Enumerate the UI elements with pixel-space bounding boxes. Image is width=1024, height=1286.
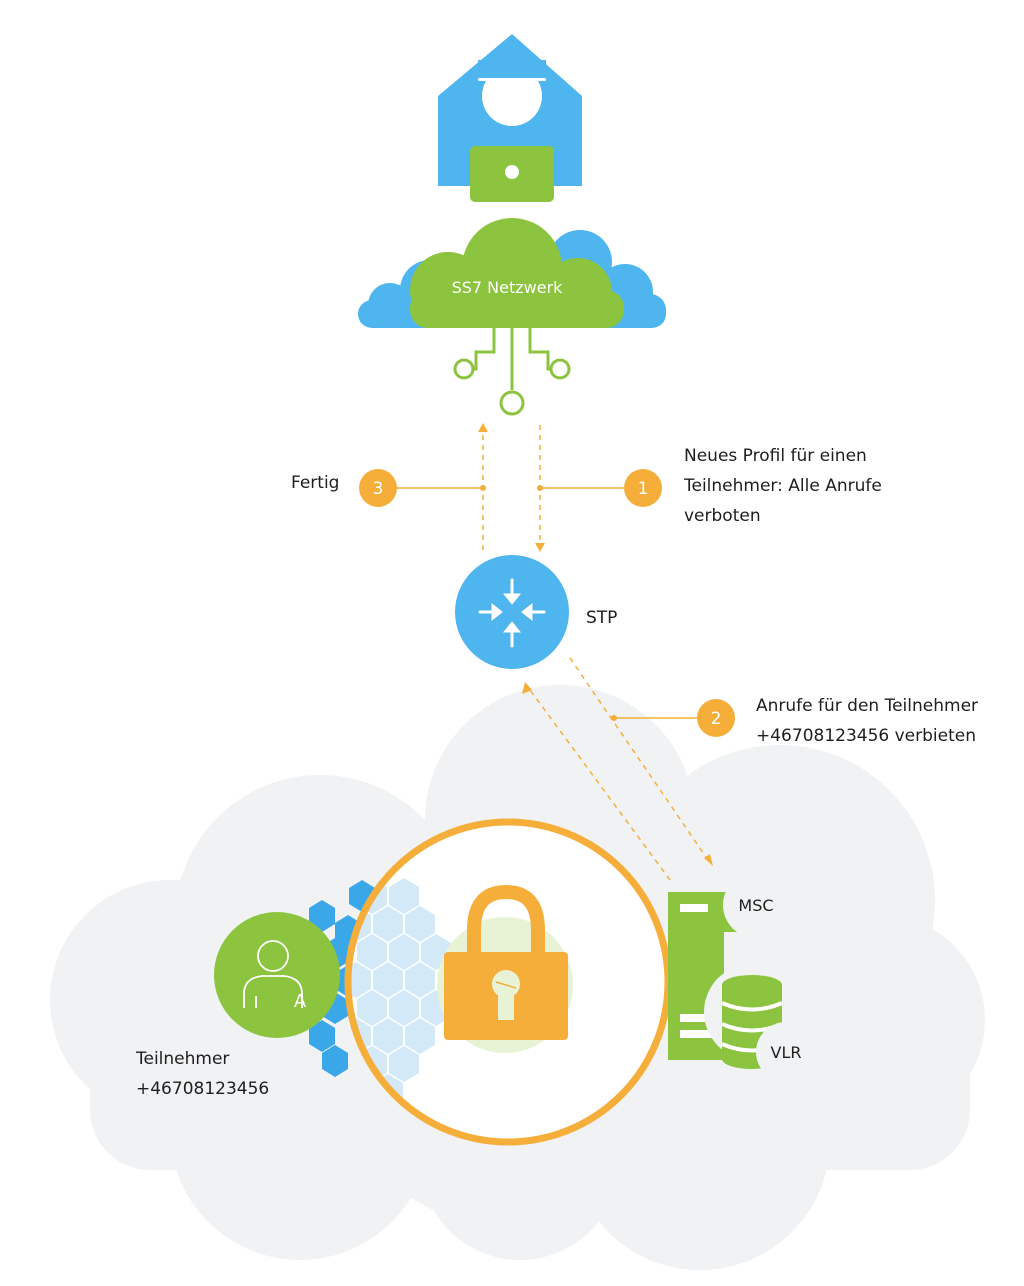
step-connectors xyxy=(396,487,698,719)
vlr-tag: VLR xyxy=(756,1022,816,1082)
subscriber-label: Teilnehmer +46708123456 xyxy=(135,1049,269,1099)
svg-text:Teilnehmer: Teilnehmer xyxy=(135,1049,229,1069)
step-badge-3: 3 xyxy=(359,469,397,507)
step-3-label: Fertig xyxy=(291,473,339,493)
svg-text:3: 3 xyxy=(373,479,384,499)
arrows-converge-icon xyxy=(478,578,546,648)
circuit-connectors xyxy=(453,326,571,416)
step-2-label: Anrufe für den Teilnehmer +46708123456 v… xyxy=(756,696,978,746)
avatar-letter: A xyxy=(294,991,307,1012)
svg-text:MSC: MSC xyxy=(738,896,773,915)
svg-text:verboten: verboten xyxy=(684,506,761,526)
arrow-heads xyxy=(478,423,713,866)
subscriber-avatar: A xyxy=(214,912,340,1038)
svg-text:VLR: VLR xyxy=(771,1043,802,1062)
svg-text:Anrufe für den Teilnehmer: Anrufe für den Teilnehmer xyxy=(756,696,978,716)
hacker-with-laptop-icon xyxy=(438,34,582,202)
stp-node xyxy=(455,555,569,669)
stp-label: STP xyxy=(586,608,617,628)
svg-text:1: 1 xyxy=(638,479,649,499)
svg-text:+46708123456: +46708123456 xyxy=(136,1079,269,1099)
ss7-network-label: SS7 Netzwerk xyxy=(452,278,564,297)
step-badge-2: 2 xyxy=(697,699,735,737)
user-avatar-icon xyxy=(243,940,303,1008)
svg-text:+46708123456 verbieten: +46708123456 verbieten xyxy=(756,726,976,746)
svg-text:2: 2 xyxy=(711,709,722,729)
step-1-label: Neues Profil für einen Teilnehmer: Alle … xyxy=(683,446,882,526)
ss7-network-cloud: SS7 Netzwerk xyxy=(358,218,666,328)
svg-text:Neues Profil für einen: Neues Profil für einen xyxy=(684,446,867,466)
msc-tag: MSC xyxy=(723,872,789,938)
step-badge-1: 1 xyxy=(624,469,662,507)
padlock-icon xyxy=(444,884,568,1040)
svg-text:Teilnehmer: Alle Anrufe: Teilnehmer: Alle Anrufe xyxy=(683,476,882,496)
